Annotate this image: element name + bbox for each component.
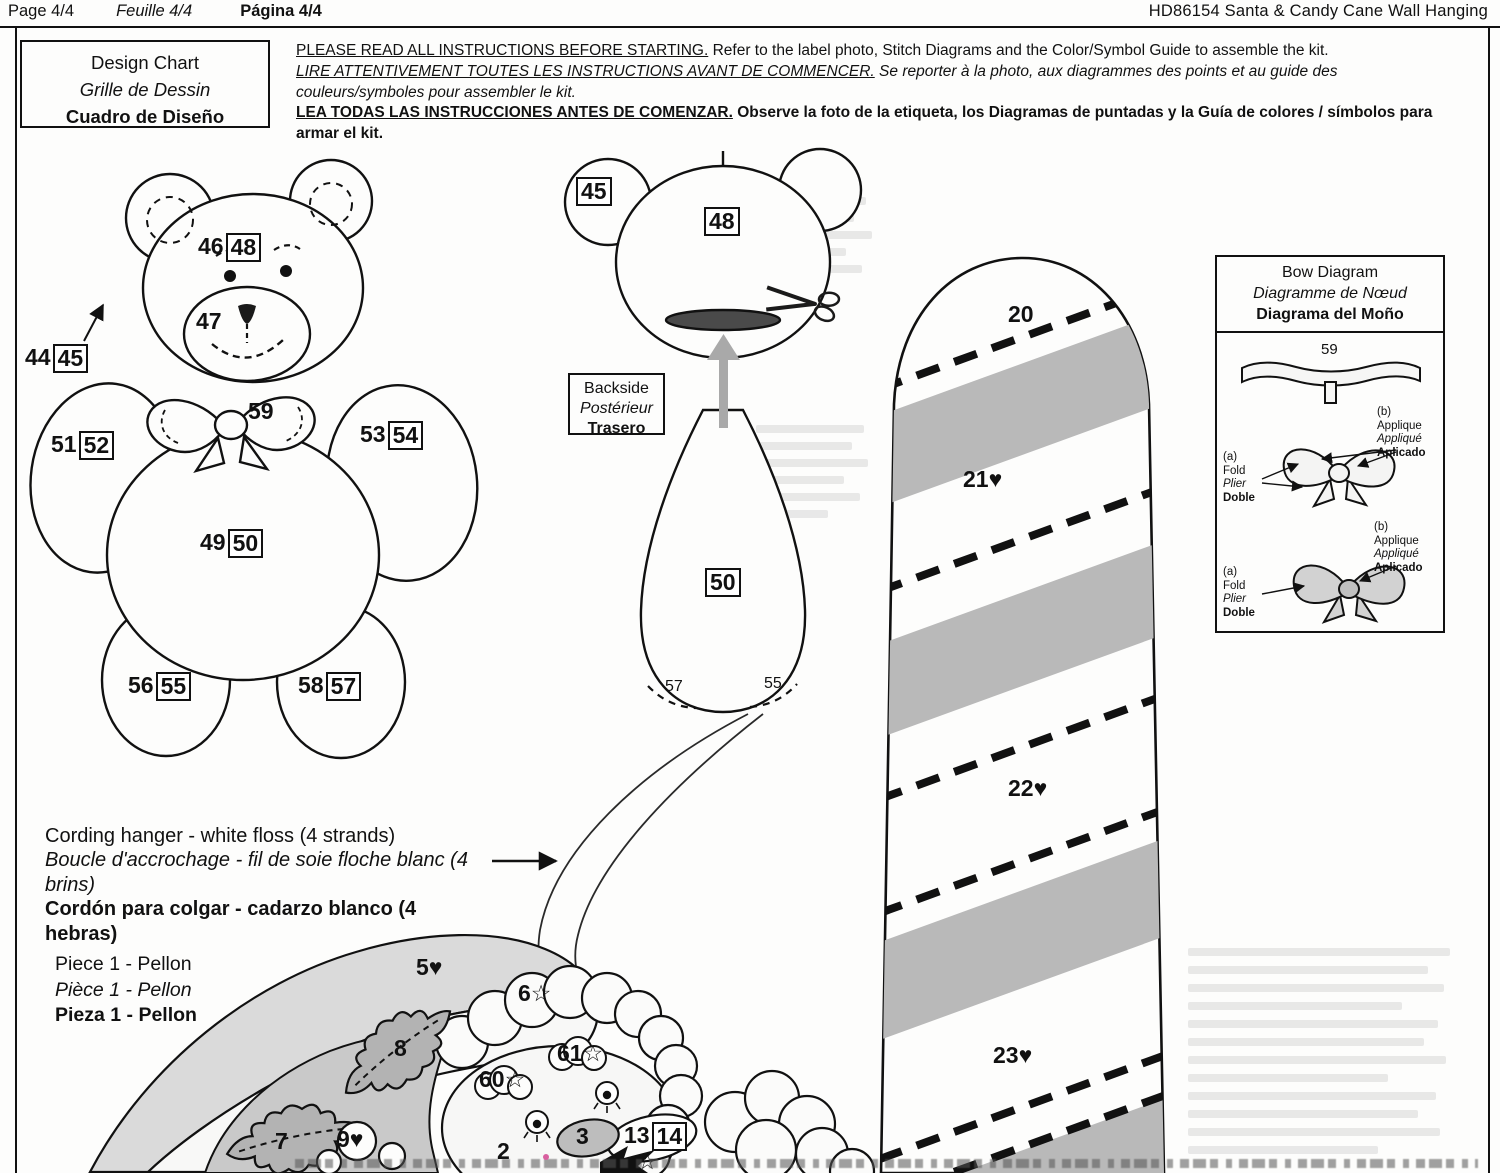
label-bear-muzzle: 47 bbox=[196, 308, 222, 334]
design-chart-fr: Grille de Dessin bbox=[79, 78, 211, 100]
label-backside-ear: 45 bbox=[576, 177, 612, 206]
page-header: Page 4/4 Feuille 4/4 Página 4/4 HD86154 … bbox=[8, 2, 1488, 21]
backside-es: Trasero bbox=[587, 419, 646, 437]
cording-en: Cording hanger - white floss (4 strands) bbox=[45, 825, 396, 847]
santa-brow-right bbox=[548, 1036, 607, 1071]
piece1-fr: Pièce 1 - Pellon bbox=[55, 978, 192, 1001]
ghost-print-bleedthrough bbox=[756, 197, 1450, 1154]
design-chart-title-box: Design Chart Grille de Dessin Cuadro de … bbox=[20, 40, 270, 128]
bow2-applique-label: (b) Applique Appliqué Aplicado bbox=[1374, 521, 1423, 574]
bow-pointer-arrows bbox=[1261, 449, 1397, 595]
instructions-fr: LIRE ATTENTIVEMENT TOUTES LES INSTRUCTIO… bbox=[296, 62, 1338, 101]
piece1-en: Piece 1 - Pellon bbox=[55, 953, 192, 975]
instructions-block: PLEASE READ ALL INSTRUCTIONS BEFORE STAR… bbox=[296, 41, 1468, 145]
santa-right-fluff bbox=[703, 1069, 876, 1173]
bow-folded bbox=[1282, 448, 1396, 508]
header-rule bbox=[0, 26, 1500, 28]
candy-cane-diagram bbox=[879, 256, 1166, 1173]
cording-es: Cordón para colgar - cadarzo blanco (4 h… bbox=[45, 898, 417, 945]
label-santa-hat: 5♥ bbox=[416, 954, 443, 980]
backside-en: Backside bbox=[584, 380, 649, 397]
insert-up-arrow bbox=[707, 334, 740, 428]
label-santa-nose: 3 bbox=[576, 1123, 589, 1149]
label-santa-holly-upper: 8 bbox=[394, 1035, 407, 1061]
design-chart-en: Design Chart bbox=[91, 52, 199, 73]
bow1-applique-label: (b) Applique Appliqué Aplicado bbox=[1377, 406, 1426, 459]
backside-fr: Postérieur bbox=[580, 399, 653, 417]
santa-eye-left bbox=[523, 1110, 551, 1142]
label-santa-holly-lower: 7 bbox=[275, 1128, 288, 1154]
registration-dot bbox=[543, 1154, 549, 1160]
santa-diagram bbox=[88, 933, 876, 1173]
label-santa-brow-right: 61☆ bbox=[557, 1040, 604, 1066]
label-santa-berry: 9♥ bbox=[337, 1126, 364, 1152]
bow2-fold-label: (a) Fold Plier Doble bbox=[1223, 566, 1255, 619]
label-backside-paw-left: 57 bbox=[665, 678, 683, 695]
cording-loop-line bbox=[537, 713, 764, 998]
santa-nose bbox=[556, 1118, 620, 1158]
label-santa-face: 2 bbox=[497, 1138, 510, 1164]
backside-body bbox=[639, 408, 807, 714]
cording-hanger-note: Cording hanger - white floss (4 strands)… bbox=[45, 824, 493, 946]
label-santa-fur: 6☆ bbox=[518, 980, 552, 1006]
scissors-icon bbox=[766, 285, 841, 323]
label-cane-21: 21♥ bbox=[963, 466, 1003, 492]
santa-brow-left bbox=[474, 1065, 533, 1100]
label-backside-body: 50 bbox=[705, 568, 741, 597]
label-santa-brow-left: 60☆ bbox=[479, 1066, 526, 1092]
label-backside-head: 48 bbox=[704, 207, 740, 236]
label-bear-bow: 59 bbox=[248, 398, 274, 424]
bow-ribbon-tab bbox=[1324, 381, 1337, 404]
page-number-en: Page 4/4 bbox=[8, 2, 75, 20]
bear-face-details bbox=[146, 182, 353, 359]
bow-diagram-box: Bow Diagram Diagramme de Nœud Diagrama d… bbox=[1215, 255, 1445, 633]
page-number-fr: Feuille 4/4 bbox=[116, 2, 193, 20]
piece1-note: Piece 1 - Pellon Pièce 1 - Pellon Pieza … bbox=[55, 952, 197, 1029]
piece1-es: Pieza 1 - Pellon bbox=[55, 1004, 197, 1027]
bear-bow bbox=[146, 396, 316, 474]
bow1-fold-label: (a) Fold Plier Doble bbox=[1223, 451, 1255, 504]
bow-diagram-illustrations bbox=[1241, 361, 1421, 624]
head-slot bbox=[664, 308, 782, 332]
design-chart-es: Cuadro de Diseño bbox=[65, 105, 225, 127]
cane-stripes bbox=[881, 290, 1164, 1173]
instructions-en: PLEASE READ ALL INSTRUCTIONS BEFORE STAR… bbox=[296, 42, 1329, 59]
backside-label-box: Backside Postérieur Trasero bbox=[568, 373, 665, 437]
bow-diagram-title-en: Bow Diagram bbox=[1281, 264, 1379, 281]
cording-fr: Boucle d'accrochage - fil de soie floche… bbox=[45, 849, 468, 896]
label-cane-23: 23♥ bbox=[993, 1042, 1033, 1068]
label-backside-paw-right: 55 bbox=[764, 675, 782, 692]
instructions-es: LEA TODAS LAS INSTRUCCIONES ANTES DE COM… bbox=[296, 104, 1433, 143]
label-cane-22: 22♥ bbox=[1008, 775, 1048, 801]
bow-diagram-title-es: Diagrama del Moño bbox=[1256, 306, 1404, 324]
content-frame bbox=[15, 27, 1490, 1173]
santa-eye-right bbox=[593, 1081, 621, 1113]
product-title: HD86154 Santa & Candy Cane Wall Hanging bbox=[1148, 2, 1488, 20]
bow-diagram-title: Bow Diagram Diagramme de Nœud Diagrama d… bbox=[1217, 257, 1443, 334]
label-cane-20: 20 bbox=[1008, 301, 1034, 327]
bow-ribbon-flat bbox=[1241, 361, 1421, 387]
bow-diagram-title-fr: Diagramme de Nœud bbox=[1253, 285, 1407, 303]
ear-pointer-arrow bbox=[83, 303, 104, 342]
page-edge-ghost-text bbox=[295, 1159, 1478, 1168]
label-bow-piece: 59 bbox=[1321, 341, 1338, 358]
page-number-es: Página 4/4 bbox=[240, 2, 322, 20]
holly-leaf-upper bbox=[344, 1009, 452, 1095]
